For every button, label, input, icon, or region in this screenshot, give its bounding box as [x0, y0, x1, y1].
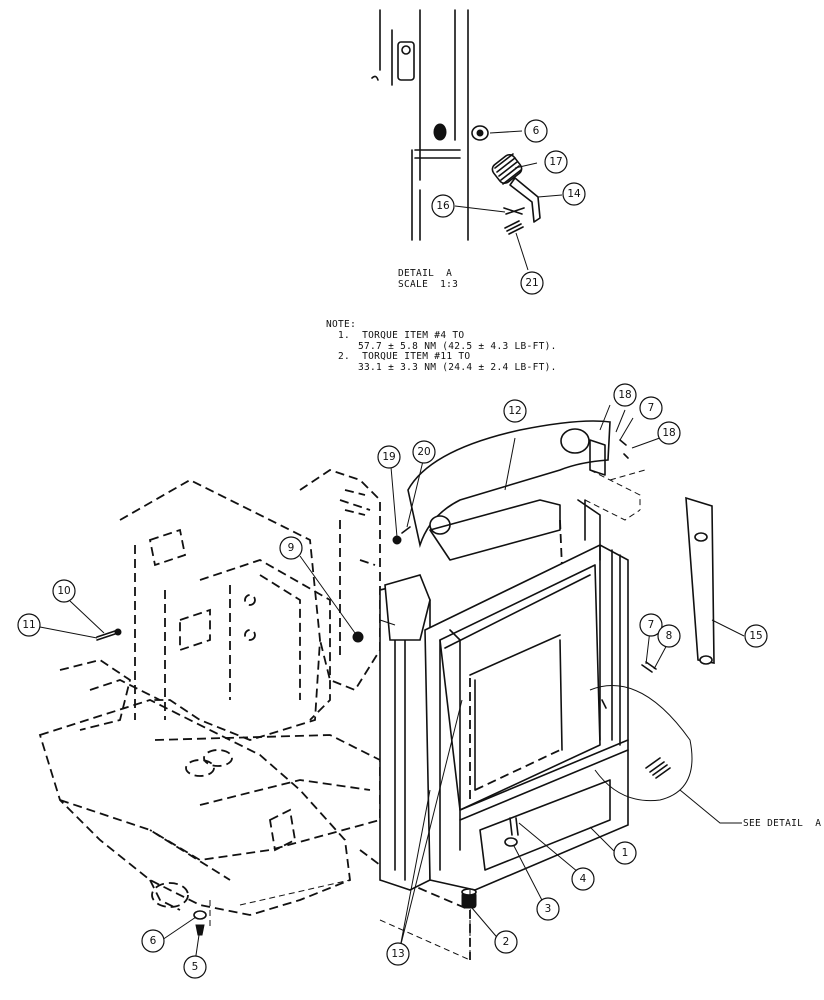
callout-19: 19: [377, 445, 401, 469]
callout-20: 20: [412, 440, 436, 464]
radiator-assembly: [96, 420, 715, 961]
callout-11: 11: [17, 613, 41, 637]
svg-text:4: 4: [580, 873, 587, 885]
frame-dashed: [38, 469, 471, 960]
svg-text:11: 11: [22, 619, 35, 631]
svg-text:1: 1: [622, 847, 629, 859]
callout-8: 8: [657, 624, 681, 648]
callout-4: 4: [571, 867, 595, 891]
callout-15: 15: [744, 624, 768, 648]
note-line-2b: 33.1 ± 3.3 NM (24.4 ± 2.4 LB-FT).: [358, 362, 557, 373]
callout-5: 5: [183, 955, 207, 979]
callout-10: 10: [52, 579, 76, 603]
callout-2: 2: [494, 930, 518, 954]
svg-text:17: 17: [549, 156, 562, 168]
callout-13: 13: [386, 942, 410, 966]
svg-text:18: 18: [662, 427, 675, 439]
callout-3: 3: [536, 897, 560, 921]
svg-text:12: 12: [508, 405, 521, 417]
detail-a-scale: SCALE 1:3: [398, 279, 459, 290]
svg-text:19: 19: [382, 451, 395, 463]
svg-text:3: 3: [545, 903, 552, 915]
callout-9: 9: [279, 536, 303, 560]
see-detail-label: SEE DETAIL A: [743, 818, 822, 829]
callout-12: 12: [503, 399, 527, 423]
callout-1: 1: [613, 841, 637, 865]
note-line-1b: 57.7 ± 5.8 NM (42.5 ± 4.3 LB-FT).: [358, 341, 557, 352]
svg-text:6: 6: [150, 935, 157, 947]
callout-16: 16: [431, 194, 455, 218]
spring-part: [491, 153, 523, 185]
callout-14: 14: [562, 182, 586, 206]
svg-text:9: 9: [288, 542, 295, 554]
svg-text:8: 8: [666, 630, 673, 642]
svg-text:14: 14: [567, 188, 581, 200]
callout-18-right: 18: [657, 421, 681, 445]
note-line-2: 2. TORQUE ITEM #11 TO: [338, 351, 471, 362]
svg-text:7: 7: [648, 402, 655, 414]
svg-text:15: 15: [749, 630, 762, 642]
svg-text:20: 20: [417, 446, 430, 458]
svg-text:21: 21: [525, 277, 538, 289]
callout-6-bottom: 6: [141, 929, 165, 953]
callout-7-right: 7: [639, 613, 663, 637]
callout-17: 17: [544, 150, 568, 174]
svg-text:13: 13: [391, 948, 404, 960]
note-line-1: 1. TORQUE ITEM #4 TO: [338, 330, 465, 341]
detail-a-drawing: [371, 9, 563, 271]
svg-text:18: 18: [618, 389, 631, 401]
svg-text:10: 10: [57, 585, 70, 597]
svg-text:2: 2: [503, 936, 510, 948]
leader-lines: [39, 404, 745, 963]
note-heading: NOTE:: [326, 319, 357, 330]
callout-18-top: 18: [613, 383, 637, 407]
svg-text:5: 5: [192, 961, 199, 973]
svg-text:7: 7: [648, 619, 655, 631]
callout-7-top: 7: [639, 396, 663, 420]
svg-text:6: 6: [533, 125, 540, 137]
callout-21: 21: [520, 271, 544, 295]
detail-a-title: DETAIL A: [398, 268, 453, 279]
callout-6-top: 6: [524, 119, 548, 143]
svg-text:16: 16: [436, 200, 450, 212]
